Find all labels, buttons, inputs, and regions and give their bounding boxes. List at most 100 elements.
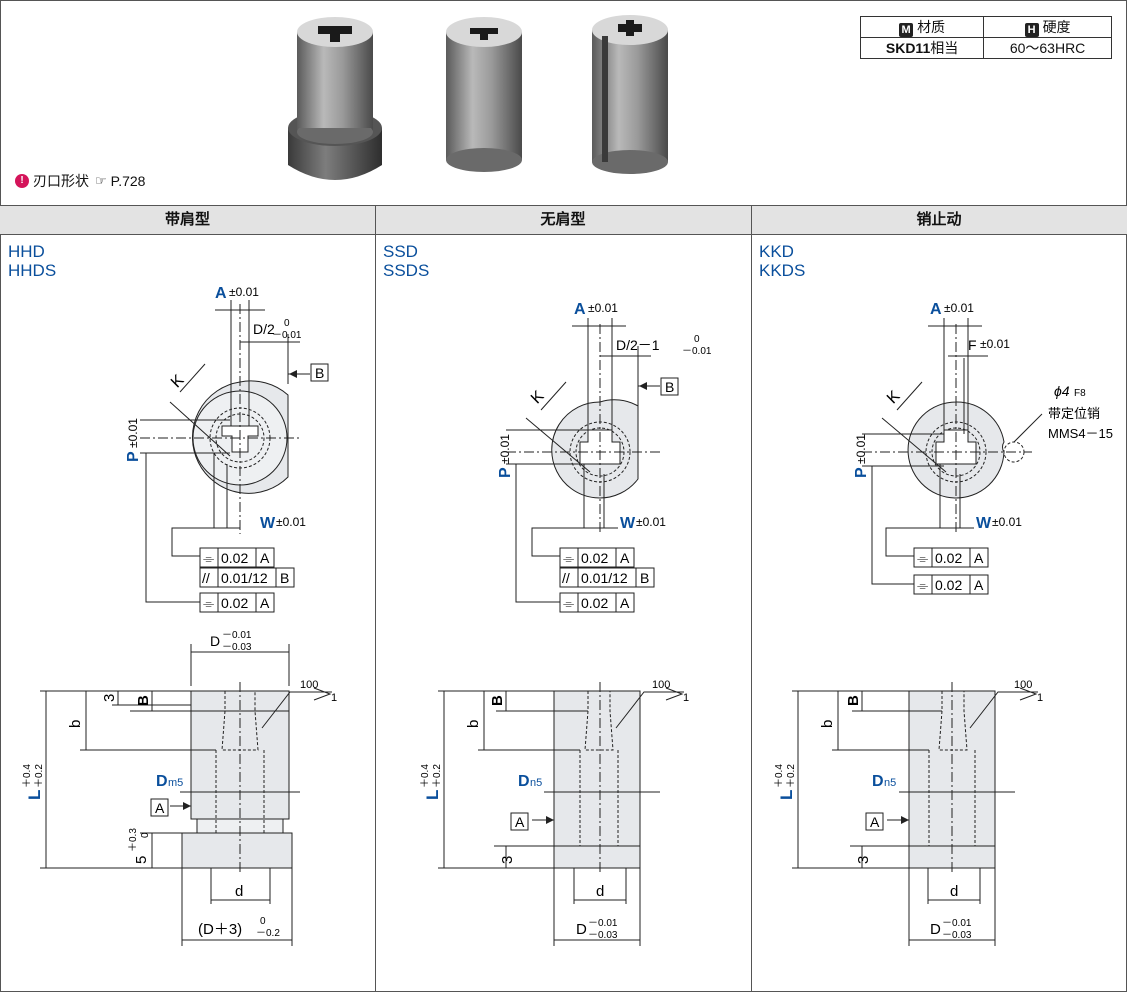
hhd-side-D: D xyxy=(210,633,220,649)
hhd-L-up: ＋0.4 xyxy=(22,764,33,788)
hhd-taper-100: 100 xyxy=(300,679,318,691)
kkd-taper-1: 1 xyxy=(1037,692,1043,704)
ssd-ref-B: B xyxy=(665,379,674,395)
ssd-gdt2-symbol: // xyxy=(562,570,570,586)
hhd-ref-B: B xyxy=(315,365,324,381)
ssd-dim-L: L xyxy=(423,790,442,800)
kkd-gdt1-symbol: ⌯ xyxy=(917,550,928,566)
hardness-badge-icon: H xyxy=(1024,23,1039,37)
ssd-dim-Dn5: D xyxy=(518,773,530,790)
hhd-gdt1-value: 0.02 xyxy=(221,550,248,566)
code-kkds: KKDS xyxy=(759,261,806,280)
note-page-ref[interactable]: P.728 xyxy=(110,173,146,189)
kkd-tol-W: ±0.01 xyxy=(992,515,1022,529)
kkd-dim-F: F xyxy=(968,337,977,353)
column-divider xyxy=(375,205,376,991)
ssd-dim-K: K xyxy=(528,388,548,408)
kkd-gdt2-ref: A xyxy=(974,577,984,593)
ssd-dhalf-up: 0 xyxy=(694,334,700,345)
code-ssds: SSDS xyxy=(383,261,430,280)
kkd-gdt1-value: 0.02 xyxy=(935,550,962,566)
hhd-dim-A: A xyxy=(215,285,227,302)
material-value-suffix: 相当 xyxy=(930,40,959,56)
ssd-L-up: ＋0.4 xyxy=(420,764,431,788)
hhd-dim-L: L xyxy=(25,790,44,800)
hhd-dim-B: B xyxy=(135,695,152,706)
hhd-dim-d: d xyxy=(235,883,243,900)
ssd-tol-A: ±0.01 xyxy=(588,301,618,315)
hhd-dhalf-up: 0 xyxy=(284,318,290,329)
edge-shape-note[interactable]: ! 刃口形状 ☞ P.728 xyxy=(15,171,145,191)
kkd-dim-3: 3 xyxy=(855,856,872,864)
ssd-taper-100: 100 xyxy=(652,679,670,691)
hhd-5-dn: 0 xyxy=(140,832,151,838)
ssd-dim-P: P xyxy=(497,467,514,478)
hhd-dim-5: 5 xyxy=(133,856,150,864)
col-header-straight: 无肩型 xyxy=(540,211,586,228)
kkd-tol-F: ±0.01 xyxy=(980,337,1010,351)
code-hhd: HHD xyxy=(8,242,45,261)
kkd-dim-D: D xyxy=(930,921,941,938)
ssd-tol-P: ±0.01 xyxy=(498,434,512,464)
ssd-D-up: －0.01 xyxy=(588,918,618,929)
photo-ssd xyxy=(446,17,522,172)
kkd-dim-L: L xyxy=(777,790,796,800)
kkd-pin-note1: 带定位销 xyxy=(1048,406,1100,421)
ssd-gdt2-ref: B xyxy=(640,570,649,586)
ssd-gdt3-symbol: ⌯ xyxy=(563,595,574,611)
hhd-D3-up: 0 xyxy=(260,916,266,927)
hhd-dim-P: P xyxy=(125,451,142,462)
ssd-fit-n5: n5 xyxy=(530,777,542,789)
kkd-gdt1-ref: A xyxy=(974,550,984,566)
kkd-pin-note2: MMS4－15 xyxy=(1048,426,1113,441)
info-icon: ! xyxy=(15,174,29,188)
hhd-gdt1-ref: A xyxy=(260,550,270,566)
kkd-dim-B: B xyxy=(845,695,862,706)
kkd-taper-100: 100 xyxy=(1014,679,1032,691)
kkd-dim-P: P xyxy=(853,467,870,478)
column-divider xyxy=(751,205,752,991)
kkd-gdt2-symbol: ⌯ xyxy=(917,577,928,593)
hhd-dim-b: b xyxy=(67,720,84,728)
kkd-dim-A: A xyxy=(930,301,942,318)
ssd-dim-W: W xyxy=(620,515,636,532)
ssd-tol-W: ±0.01 xyxy=(636,515,666,529)
ssd-gdt1-ref: A xyxy=(620,550,630,566)
material-badge-icon: M xyxy=(899,23,914,37)
hhd-dim-3: 3 xyxy=(101,694,118,702)
code-ssd: SSD xyxy=(383,242,418,261)
material-value: SKD11 xyxy=(885,40,931,56)
hhd-tol-A: ±0.01 xyxy=(229,285,259,299)
ssd-gdt3-ref: A xyxy=(620,595,630,611)
codes-pin: KKD KKDS xyxy=(759,242,805,280)
hhd-gdt2-symbol: // xyxy=(202,570,210,586)
hhd-dim-Dhalf: D/2 xyxy=(253,321,275,337)
hhd-gdt3-ref: A xyxy=(260,595,270,611)
kkd-dim-W: W xyxy=(976,515,992,532)
hhd-gdt1-symbol: ⌯ xyxy=(203,550,214,566)
hhd-taper-1: 1 xyxy=(331,692,337,704)
kkd-dim-d: d xyxy=(950,883,958,900)
kkd-fit-n5: n5 xyxy=(884,777,896,789)
ssd-taper-1: 1 xyxy=(683,692,689,704)
drawing-kkd: A ±0.01 F ±0.01 ϕ4 F8 带定位销 MMS4－15 K P ±… xyxy=(774,301,1113,946)
kkd-D-dn: －0.03 xyxy=(942,930,972,941)
column-header-bar: 带肩型 无肩型 销止动 xyxy=(0,205,1127,235)
kkd-tol-A: ±0.01 xyxy=(944,301,974,315)
hhd-dim-W: W xyxy=(260,515,276,532)
hhd-L-dn: ＋0.2 xyxy=(34,764,45,788)
hhd-tol-W: ±0.01 xyxy=(276,515,306,529)
col-header-pin: 销止动 xyxy=(916,211,962,228)
drawing-hhd: A ±0.01 D/2 0 －0.01 B K P ±0.01 W ±0.01 … xyxy=(22,285,337,946)
ssd-dim-d: d xyxy=(596,883,604,900)
hhd-gdt2-ref: B xyxy=(280,570,289,586)
kkd-L-dn: ＋0.2 xyxy=(786,764,797,788)
hhd-gdt2-value: 0.01/12 xyxy=(221,570,268,586)
kkd-gdt2-value: 0.02 xyxy=(935,577,962,593)
hhd-dim-K: K xyxy=(168,372,188,392)
hhd-fit-m5: m5 xyxy=(168,777,183,789)
pointing-hand-icon: ☞ xyxy=(95,173,107,188)
hhd-dim-Dm5: D xyxy=(156,773,168,790)
